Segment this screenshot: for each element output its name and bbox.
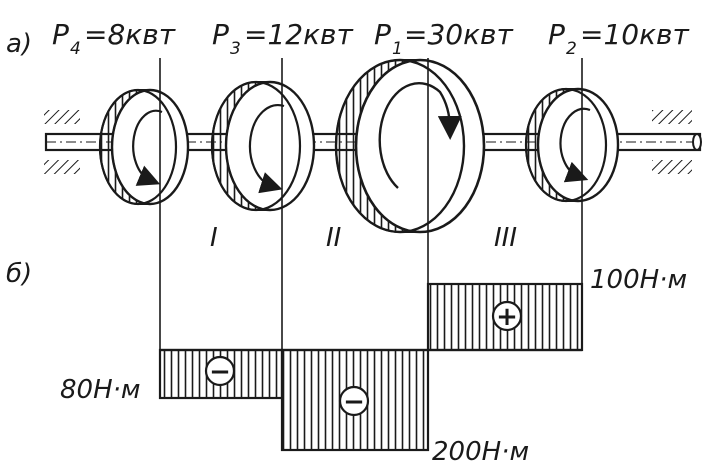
pulley-p2 [524, 87, 620, 203]
load-value: =12квт [244, 18, 354, 51]
pulley-p4 [98, 88, 190, 206]
right-support [652, 110, 692, 174]
load-index: 3 [230, 39, 241, 59]
load-label-p1: P 1 =30квт [374, 18, 514, 59]
load-value: =10квт [580, 18, 690, 51]
load-symbol: P [548, 18, 565, 51]
torque-block-section-3: + [426, 282, 584, 352]
torque-label-right: 100Н·м [590, 265, 687, 295]
minus-sign-icon [338, 385, 370, 417]
torque-block-section-1: − [158, 348, 284, 400]
load-symbol: P [52, 18, 69, 51]
load-index: 4 [70, 39, 81, 59]
sign-negative: − [209, 357, 231, 387]
part-b: б) − − + 80Н·м 200Н·м 100Н·м [6, 259, 687, 463]
load-value: =8квт [84, 18, 176, 51]
section-label-2: II [326, 223, 341, 253]
plus-sign-icon [491, 300, 523, 332]
part-a-label: а) [6, 29, 32, 59]
torque-label-left: 80Н·м [60, 375, 141, 405]
load-label-p4: P 4 =8квт [52, 18, 176, 59]
load-symbol: P [212, 18, 229, 51]
pulley-p3 [210, 80, 316, 212]
load-index: 1 [392, 39, 403, 59]
load-symbol: P [374, 18, 391, 51]
part-b-label: б) [6, 259, 32, 289]
minus-sign-icon [204, 355, 236, 387]
load-value: =30квт [404, 18, 514, 51]
load-label-p2: P 2 =10квт [548, 18, 690, 59]
torque-block-section-2: − [280, 348, 430, 452]
sign-positive: + [496, 302, 518, 332]
torque-label-middle: 200Н·м [432, 437, 529, 463]
section-label-1: I [210, 223, 218, 253]
load-label-p3: P 3 =12квт [212, 18, 354, 59]
part-a: а) P 4 =8квт P 3 =12квт P 1 =30квт P 2 =… [6, 18, 702, 253]
section-label-3: III [494, 223, 517, 253]
pulley-p1 [334, 58, 486, 234]
left-support [44, 110, 80, 174]
sign-negative: − [343, 387, 365, 417]
load-index: 2 [566, 39, 577, 59]
